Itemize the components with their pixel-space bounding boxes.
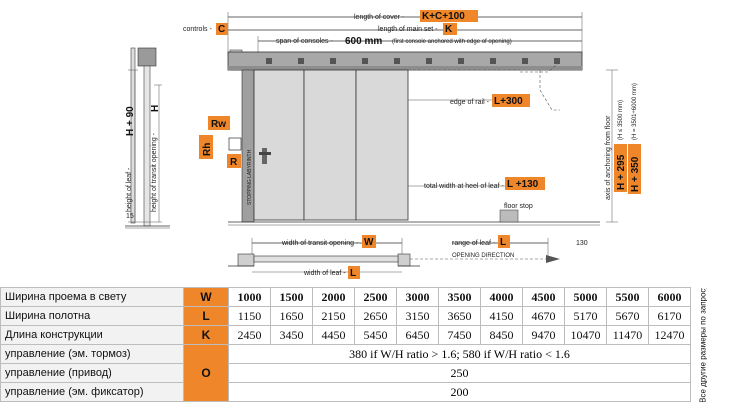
h-350-cond: (H = 3501÷6000 mm)	[632, 83, 638, 140]
h-295-cond: (H ≤ 3500 mm)	[618, 100, 624, 140]
table-cell: 2650	[354, 306, 397, 326]
merged-letter: O	[183, 344, 229, 402]
table-cell: 9470	[522, 325, 565, 345]
row-label: управление (эм. фиксатор)	[0, 382, 184, 402]
table-cell: 1150	[228, 306, 271, 326]
table-cell: 5670	[606, 306, 649, 326]
table-row: управление (эм. тормоз) O 380 if W/H rat…	[0, 344, 720, 402]
table-cell: 4670	[522, 306, 565, 326]
table-cell: 4500	[522, 287, 565, 307]
table-cell: 7450	[438, 325, 481, 345]
table-cell: 4150	[480, 306, 523, 326]
row-letter: L	[183, 306, 229, 326]
table-row: Ширина полотна L 1150 1650 2150 2650 315…	[0, 306, 720, 326]
table-cell: 6170	[648, 306, 691, 326]
span-note: (first console anchored with edge of ope…	[392, 39, 512, 45]
row-label: Длина конструкции	[0, 325, 184, 345]
table-cell: 2000	[312, 287, 355, 307]
plan-view: width of transit opening - W range of le…	[228, 235, 588, 279]
table-cell: 1000	[228, 287, 271, 307]
opening-direction-label: OPENING DIRECTION	[452, 253, 514, 259]
length-of-cover-label: length of cover -	[354, 14, 405, 21]
row-label: управление (привод)	[0, 363, 184, 383]
total-width-tag: L +130	[507, 179, 539, 190]
rh-tag: Rh	[202, 143, 213, 156]
table-cell: 5500	[606, 287, 649, 307]
table-row: управление (эм. фиксатор) 200	[0, 382, 720, 402]
table-cell: 4450	[312, 325, 355, 345]
span-consoles-label: span of consoles -	[276, 38, 333, 45]
span-cell: 250	[228, 363, 691, 383]
table-cell: 5000	[564, 287, 607, 307]
row-label: управление (эм. тормоз)	[0, 344, 184, 364]
switch-markers: Rw Rh R	[199, 116, 242, 168]
dimension-table: Ширина проема в свету W 1000 1500 2000 2…	[0, 287, 719, 402]
controls-label: controls -	[183, 26, 212, 33]
width-of-leaf-tag: L	[350, 268, 356, 279]
floor-stop-label: floor stop	[504, 203, 533, 210]
side-note: Все другие размеры по запросу.	[698, 287, 708, 402]
top-dimensions: length of cover - K+C+100 length of main…	[183, 10, 583, 56]
height-of-leaf-label: height of leaf -	[126, 167, 133, 212]
table-cell: 5450	[354, 325, 397, 345]
edge-of-rail-tag: L+300	[494, 96, 523, 107]
table-cell: 2500	[354, 287, 397, 307]
total-width-label: total width at heel of leaf -	[424, 183, 504, 190]
width-transit-label: width of transit opening -	[281, 240, 359, 247]
range-of-leaf-label: range of leaf -	[452, 240, 496, 247]
stopping-labyrinth-label: STOPPING LABYRINTH	[247, 149, 253, 205]
span-cell: 380 if W/H ratio > 1.6; 580 if W/H ratio…	[228, 344, 691, 364]
width-of-leaf-label: width of leaf -	[303, 270, 346, 277]
table-cell: 2150	[312, 306, 355, 326]
table-row: Ширина проема в свету W 1000 1500 2000 2…	[0, 287, 720, 402]
table-row: Длина конструкции K 2450 3450 4450 5450 …	[0, 325, 720, 345]
height-of-leaf-tag: H + 90	[125, 106, 136, 136]
length-of-cover-tag: K+C+100	[422, 11, 465, 22]
table-cell: 10470	[564, 325, 607, 345]
row-label: Ширина полотна	[0, 306, 184, 326]
table-cell: 3650	[438, 306, 481, 326]
axis-anchoring-label: axis of anchoring from floor	[605, 115, 612, 200]
front-view: STOPPING LABYRINTH floor stop	[227, 49, 600, 226]
table-cell: 3000	[396, 287, 439, 307]
h-350-tag: H + 350	[630, 156, 641, 192]
table-row: управление (привод) 250	[0, 363, 720, 383]
height-transit-label: height of transit opening -	[151, 132, 158, 212]
table-cell: 3450	[270, 325, 313, 345]
table-cell: 1500	[270, 287, 313, 307]
table-cell: 1650	[270, 306, 313, 326]
table-cell: 2450	[228, 325, 271, 345]
table-cell: 12470	[648, 325, 691, 345]
table-cell: 11470	[606, 325, 649, 345]
row-letter: K	[183, 325, 229, 345]
width-transit-tag: W	[364, 237, 374, 248]
dim-130: 130	[576, 240, 588, 247]
span-cell: 200	[228, 382, 691, 402]
row-label: Ширина проема в свету	[0, 287, 184, 307]
table-cell: 3150	[396, 306, 439, 326]
h-295-tag: H + 295	[616, 154, 627, 190]
length-of-main-set-tag: K	[445, 24, 453, 35]
controls-tag: C	[218, 24, 225, 35]
side-note-cell: Все другие размеры по запросу.	[691, 288, 720, 402]
right-annotations: edge of rail - L+300 total width at heel…	[424, 69, 641, 223]
side-view: height of leaf - H + 90 height of transi…	[125, 47, 170, 229]
edge-of-rail-label: edge of rail -	[450, 99, 490, 106]
rw-tag: Rw	[211, 119, 226, 130]
table-cell: 4000	[480, 287, 523, 307]
table-cell: 8450	[480, 325, 523, 345]
table-cell: 5170	[564, 306, 607, 326]
length-of-main-set-label: length of main set -	[378, 26, 438, 33]
table-cell: 6000	[648, 287, 691, 307]
span-value: 600 mm	[345, 36, 382, 47]
r-tag: R	[230, 157, 238, 168]
dim-15: 15	[126, 213, 134, 220]
height-transit-tag: H	[150, 105, 161, 112]
table-cell: 3500	[438, 287, 481, 307]
row-letter: W	[183, 287, 229, 307]
door-drawing: height of leaf - H + 90 height of transi…	[125, 10, 641, 279]
table-cell: 6450	[396, 325, 439, 345]
range-of-leaf-tag: L	[500, 237, 506, 248]
